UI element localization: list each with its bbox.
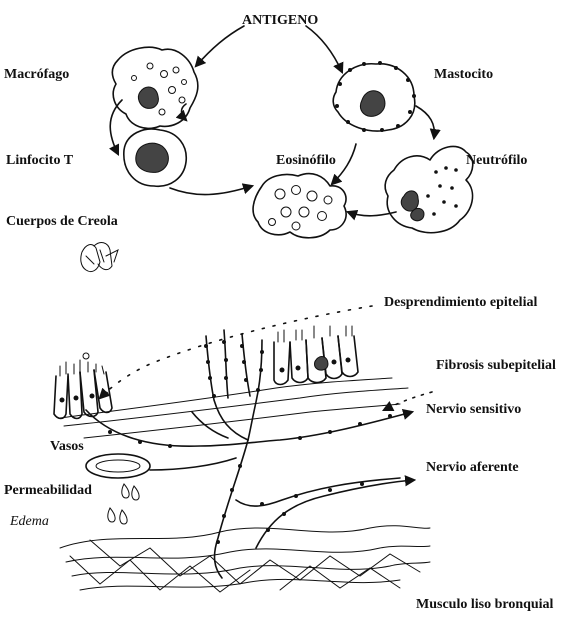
sensory-nerve-branches [86, 330, 412, 448]
mastcell-to-neutrophil-arrow [416, 106, 434, 138]
afferent-nerve-label: Nervio aferente [426, 461, 519, 475]
creola-bodies-label: Cuerpos de Creola [6, 215, 118, 229]
neutrophil-cell [385, 146, 473, 232]
vessel-nerve-link [150, 458, 236, 470]
blood-vessel [86, 454, 150, 478]
antigen-label: ANTIGENO [242, 14, 318, 28]
macrophage-cell [112, 47, 197, 128]
permeability-drops [108, 484, 139, 524]
macrophage-to-lymphocyte-arrow [110, 100, 122, 154]
lamina-propria-line [84, 404, 400, 438]
epithelial-shedding-arrow [100, 306, 372, 398]
antigen-to-mastcell-arrow [306, 26, 342, 72]
mast-cell-label: Mastocito [434, 68, 493, 82]
epithelial-shedding-label: Desprendimiento epitelial [384, 296, 537, 310]
edema-label: Edema [10, 515, 49, 529]
smooth-muscle-web [60, 526, 430, 592]
creola-bodies-sketch [81, 243, 118, 272]
subepithelial-fibrosis-label: Fibrosis subepitelial [436, 359, 556, 373]
epithelium-right [274, 326, 358, 385]
mast-cell [333, 61, 416, 132]
eosinophil-label: Eosinófilo [276, 154, 336, 168]
permeability-label: Permeabilidad [4, 484, 92, 498]
subepithelial-fibrosis-arrow [384, 392, 432, 410]
neutrophil-label: Neutrófilo [466, 154, 527, 168]
antigen-to-macrophage-arrow [196, 26, 244, 66]
sensory-nerve-label: Nervio sensitivo [426, 403, 521, 417]
macrophage-label: Macrófago [4, 68, 69, 82]
lymphocyte-to-eosinophil-arrow [170, 186, 252, 195]
epithelium-left [54, 353, 112, 419]
afferent-nerves [215, 440, 414, 578]
t-lymphocyte-label: Linfocito T [6, 154, 73, 168]
t-lymphocyte-cell [124, 129, 186, 186]
vessels-label: Vasos [50, 440, 84, 454]
bronchial-smooth-muscle-label: Musculo liso bronquial [416, 598, 553, 612]
